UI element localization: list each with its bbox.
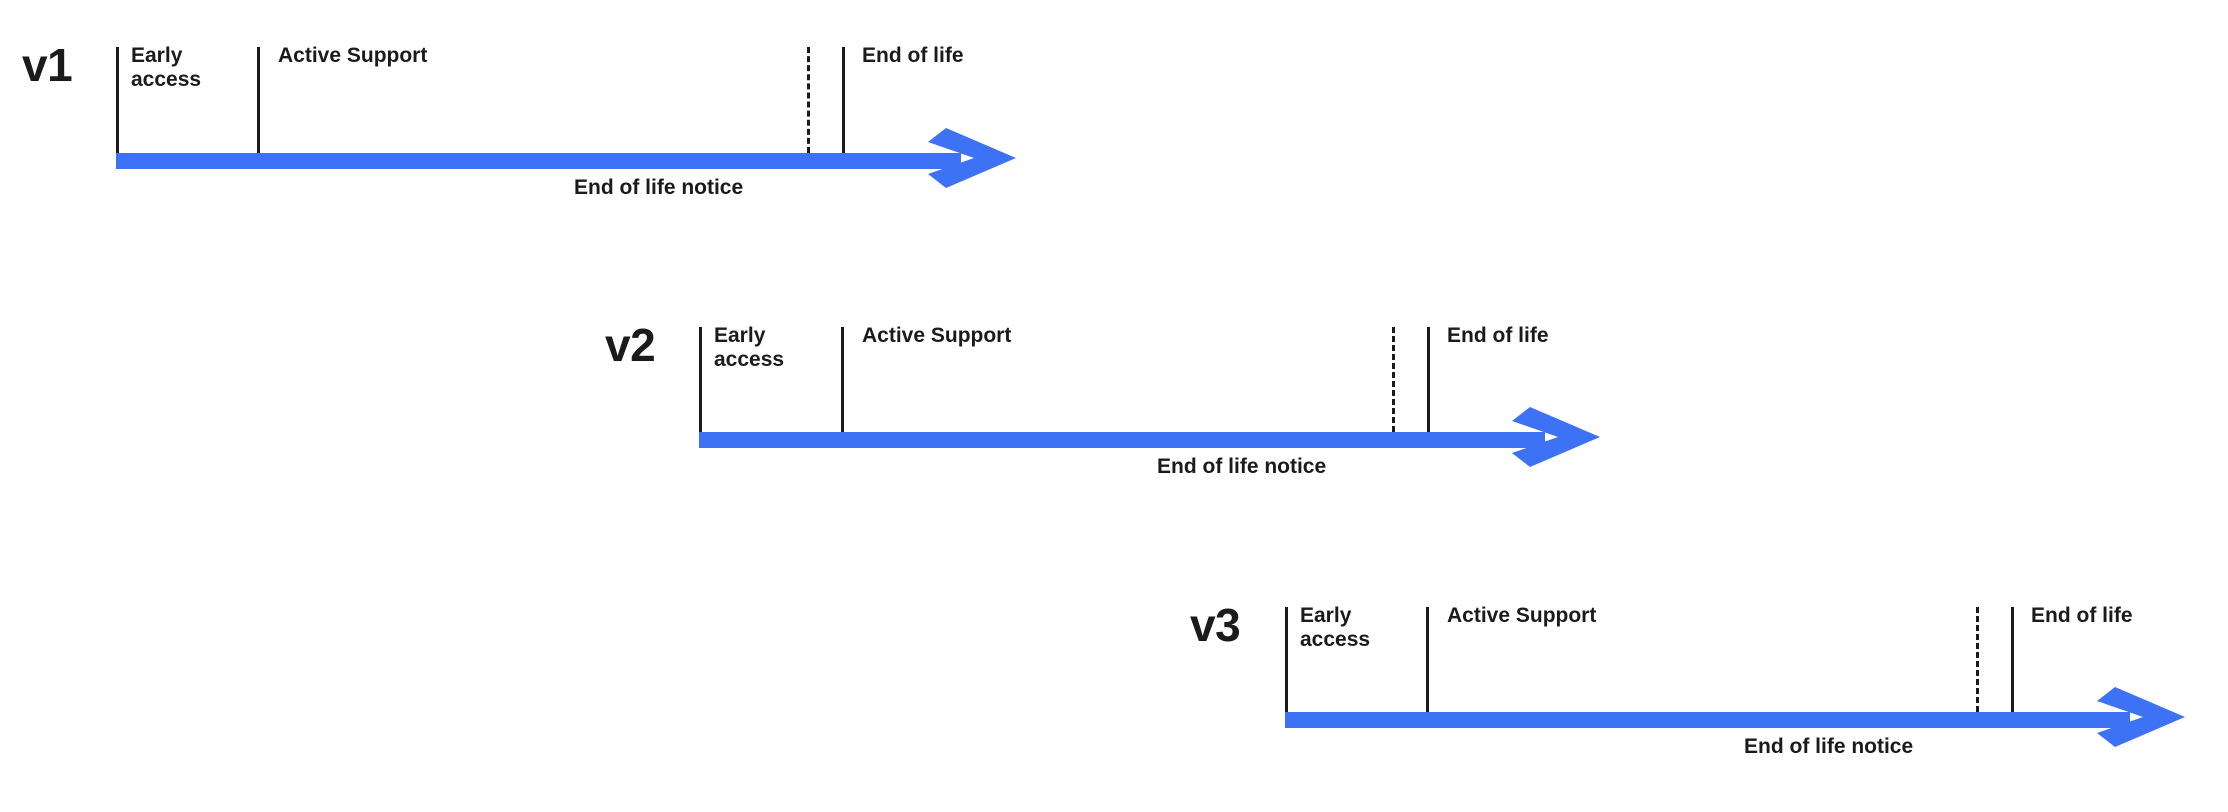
phase-divider-end-of-life-start-v1 — [842, 47, 845, 153]
phase-label-end-of-life-v1: End of life — [862, 44, 964, 67]
phase-label-active-support-v1: Active Support — [278, 44, 428, 67]
end-of-life-notice-label-v3: End of life notice — [1744, 735, 1914, 758]
end-of-life-notice-marker-v3 — [1976, 607, 1979, 712]
end-of-life-notice-marker-v2 — [1392, 327, 1395, 432]
timeline-row-v1: v1 Early access Active Support End of li… — [0, 0, 2228, 250]
end-of-life-notice-label-v1: End of life notice — [574, 176, 744, 199]
phase-divider-early-access-start-v2 — [699, 327, 702, 432]
phase-divider-active-support-start-v1 — [257, 47, 260, 153]
phase-label-early-access-v1: Early access — [131, 44, 202, 91]
timeline-row-v2: v2 Early access Active Support End of li… — [0, 280, 2228, 530]
version-label-v1: v1 — [22, 39, 73, 91]
phase-label-early-access-v2: Early access — [714, 324, 785, 371]
phase-divider-active-support-start-v3 — [1426, 607, 1429, 712]
timeline-arrow-v1 — [116, 127, 1021, 189]
phase-label-end-of-life-v3: End of life — [2031, 604, 2133, 627]
phase-divider-end-of-life-start-v2 — [1427, 327, 1430, 432]
phase-label-active-support-v3: Active Support — [1447, 604, 1597, 627]
timeline-row-v3: v3 Early access Active Support End of li… — [0, 560, 2228, 810]
version-label-v3: v3 — [1190, 599, 1241, 651]
timeline-arrow-v3 — [1285, 686, 2190, 748]
phase-divider-early-access-start-v3 — [1285, 607, 1288, 712]
version-label-v2: v2 — [605, 319, 656, 371]
phase-label-active-support-v2: Active Support — [862, 324, 1012, 347]
phase-label-end-of-life-v2: End of life — [1447, 324, 1549, 347]
end-of-life-notice-label-v2: End of life notice — [1157, 455, 1327, 478]
phase-divider-early-access-start-v1 — [116, 47, 119, 153]
phase-divider-end-of-life-start-v3 — [2011, 607, 2014, 712]
phase-divider-active-support-start-v2 — [841, 327, 844, 432]
phase-label-early-access-v3: Early access — [1300, 604, 1371, 651]
end-of-life-notice-marker-v1 — [807, 47, 810, 153]
timeline-arrow-v2 — [699, 406, 1605, 468]
